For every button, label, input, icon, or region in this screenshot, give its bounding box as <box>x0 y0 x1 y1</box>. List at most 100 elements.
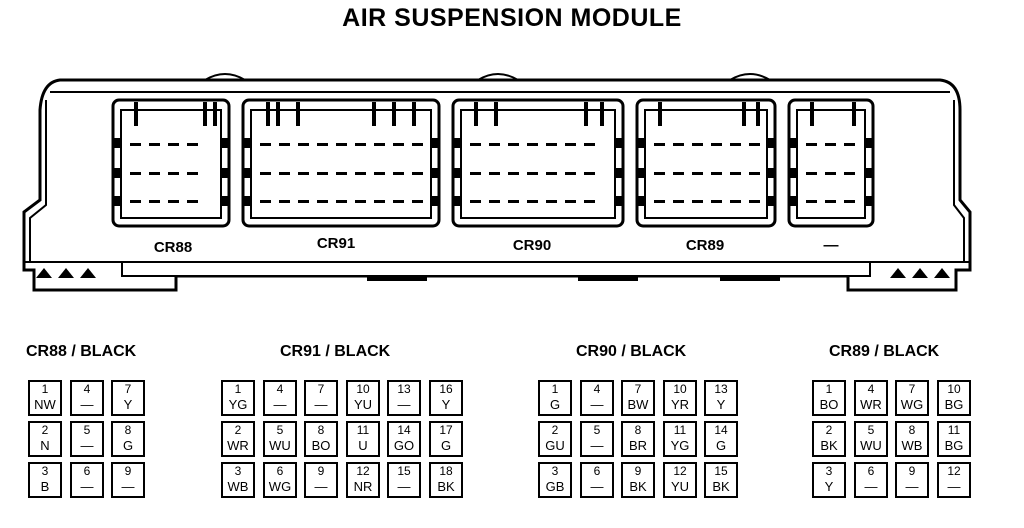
pin-cell: 5— <box>70 421 104 457</box>
pin-slot <box>584 200 595 203</box>
pin-number: 7 <box>317 382 325 396</box>
wire-color-code: WB <box>227 479 249 494</box>
wire-color-code: NW <box>34 397 56 412</box>
pin-number: 5 <box>83 423 91 437</box>
connector-body-cr89 <box>635 98 777 228</box>
wire-color-code: G <box>440 438 452 453</box>
wire-color-code: — <box>864 479 878 494</box>
pin-slot <box>508 172 519 175</box>
pin-number: 3 <box>234 464 242 478</box>
pin-slot <box>260 143 271 146</box>
pin-number: 10 <box>356 382 370 396</box>
wire-color-code: G <box>715 438 727 453</box>
pin-slot <box>187 143 198 146</box>
pin-slot <box>749 143 760 146</box>
pin-number: 7 <box>908 382 916 396</box>
pin-slot <box>730 172 741 175</box>
pin-slot <box>825 143 836 146</box>
wire-color-code: WU <box>860 438 882 453</box>
wire-color-code: Y <box>441 397 451 412</box>
pin-slot <box>844 200 855 203</box>
connector-title-cr91: CR91 / BLACK <box>280 343 391 360</box>
wire-color-code: — <box>80 479 94 494</box>
pin-number: 4 <box>276 382 284 396</box>
wire-color-code: N <box>40 438 50 453</box>
pin-number: 2 <box>825 423 833 437</box>
connector-body-cr90 <box>451 98 625 228</box>
wire-color-code: — <box>273 397 287 412</box>
pin-number: 5 <box>593 423 601 437</box>
pin-number: 14 <box>714 423 728 437</box>
pin-number: 8 <box>634 423 642 437</box>
wire-color-code: BK <box>820 438 838 453</box>
pin-cell: 13— <box>387 380 421 416</box>
pin-number: 14 <box>397 423 411 437</box>
wire-color-code: BK <box>437 479 455 494</box>
wire-color-code: — <box>80 397 94 412</box>
pin-number: 9 <box>908 464 916 478</box>
pin-slot <box>149 172 160 175</box>
pin-slot <box>673 200 684 203</box>
module-label-cr91: CR91 <box>317 235 355 252</box>
pin-slot <box>527 143 538 146</box>
pin-number: 6 <box>276 464 284 478</box>
pin-number: 7 <box>634 382 642 396</box>
pin-slot <box>149 143 160 146</box>
pin-slot <box>393 200 404 203</box>
wire-color-code: NR <box>353 479 373 494</box>
pin-number: 9 <box>317 464 325 478</box>
pin-slot <box>336 143 347 146</box>
pin-slot <box>470 143 481 146</box>
pin-slot <box>711 143 722 146</box>
pin-number: 7 <box>124 382 132 396</box>
wire-color-code: BK <box>629 479 647 494</box>
pin-number: 4 <box>83 382 91 396</box>
wire-color-code: YG <box>228 397 248 412</box>
wire-color-code: — <box>397 479 411 494</box>
pin-slot <box>168 172 179 175</box>
pin-slot <box>260 200 271 203</box>
pin-slot <box>317 143 328 146</box>
pin-number: 9 <box>124 464 132 478</box>
pin-number: 13 <box>397 382 411 396</box>
pin-slot <box>470 172 481 175</box>
pin-slot <box>546 172 557 175</box>
pin-slot <box>393 143 404 146</box>
module-housing-drawing: CR88 CR91 CR90 CR89 — <box>22 73 972 292</box>
wire-color-code: G <box>122 438 134 453</box>
pin-number: 1 <box>551 382 559 396</box>
pin-slot <box>730 143 741 146</box>
wire-color-code: BG <box>944 397 964 412</box>
pin-number: 5 <box>276 423 284 437</box>
wire-color-code: GB <box>545 479 565 494</box>
pin-slot <box>317 172 328 175</box>
wire-color-code: BG <box>944 438 964 453</box>
pin-number: 1 <box>41 382 49 396</box>
pin-number: 15 <box>714 464 728 478</box>
pin-cell: 4— <box>580 380 614 416</box>
pin-slot <box>489 143 500 146</box>
wire-color-code: WG <box>900 397 924 412</box>
pin-slot <box>393 172 404 175</box>
wire-color-code: — <box>314 479 328 494</box>
pin-cell: 9— <box>304 462 338 498</box>
wire-color-code: BO <box>311 438 331 453</box>
pin-slot <box>711 200 722 203</box>
pin-slot <box>673 172 684 175</box>
pin-slot <box>584 143 595 146</box>
